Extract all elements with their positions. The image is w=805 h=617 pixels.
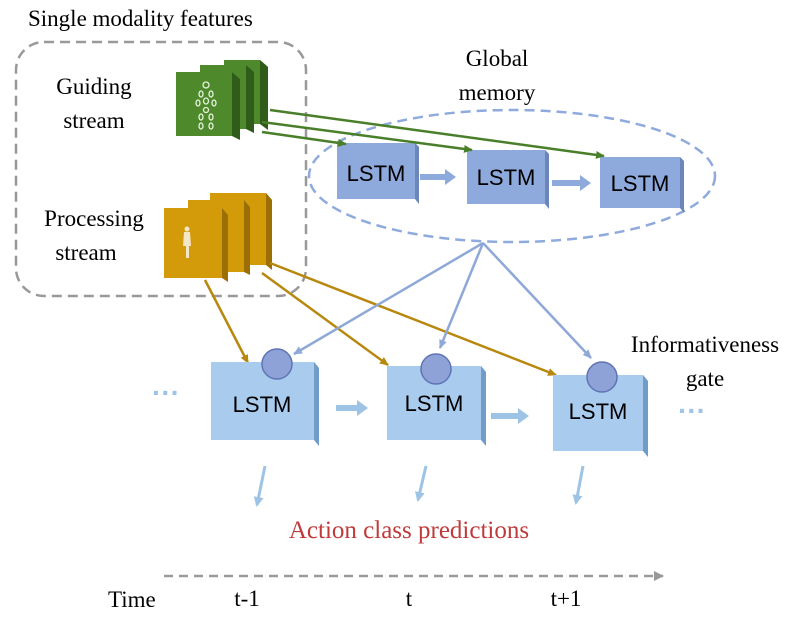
right-ellipsis: ···	[678, 395, 706, 426]
action-predictions-label: Action class predictions	[289, 517, 529, 544]
global-lstm-2: LSTM	[467, 150, 549, 209]
processing-label-line1: Processing	[44, 206, 144, 231]
main-lstm-3-label: LSTM	[569, 399, 628, 424]
global-to-gate-lines	[293, 241, 592, 359]
global-lstm-3-label: LSTM	[611, 171, 670, 196]
guiding-label-line2: stream	[63, 108, 124, 133]
processing-label-line2: stream	[55, 240, 116, 265]
global-flow-arrow-1	[420, 169, 456, 185]
main-lstm-1-label: LSTM	[233, 392, 292, 417]
global-lstm-1-label: LSTM	[347, 161, 406, 186]
time-label: Time	[108, 587, 156, 612]
global-flow-arrow-2	[552, 175, 591, 191]
gate-circle-3	[586, 361, 618, 393]
processing-frame-front	[164, 208, 228, 282]
global-memory-ellipse	[307, 108, 717, 244]
gate-circle-1	[261, 348, 293, 380]
time-tick-t: t	[406, 586, 413, 611]
informativeness-line2: gate	[686, 366, 724, 391]
main-lstm-1: LSTM	[211, 362, 319, 446]
global-lstm-2-label: LSTM	[477, 165, 536, 190]
global-memory-line1: Global	[466, 46, 529, 71]
prediction-arrows	[253, 465, 585, 507]
guiding-to-global-lines	[261, 108, 605, 159]
single-modality-box	[14, 40, 308, 298]
global-lstm-1: LSTM	[337, 143, 419, 204]
guiding-frames	[176, 60, 268, 140]
time-tick-t-plus-1: t+1	[551, 586, 582, 611]
main-flow-arrow-2	[491, 408, 529, 424]
guiding-frame-front	[176, 72, 240, 140]
global-memory-line2: memory	[459, 80, 536, 105]
main-lstm-2-label: LSTM	[405, 391, 464, 416]
single-modality-title: Single modality features	[28, 6, 253, 31]
left-ellipsis: ···	[152, 377, 180, 408]
informativeness-line1: Informativeness	[631, 332, 779, 357]
processing-to-lstm-lines	[203, 261, 557, 377]
processing-frames	[164, 193, 272, 282]
person-silhouette-icon	[183, 226, 191, 258]
global-lstm-3: LSTM	[600, 157, 684, 213]
gate-circle-2	[420, 353, 452, 385]
skeleton-icon	[195, 81, 217, 130]
guiding-label-line1: Guiding	[56, 74, 132, 99]
main-flow-arrow-1	[336, 400, 368, 416]
time-tick-t-minus-1: t-1	[234, 586, 260, 611]
